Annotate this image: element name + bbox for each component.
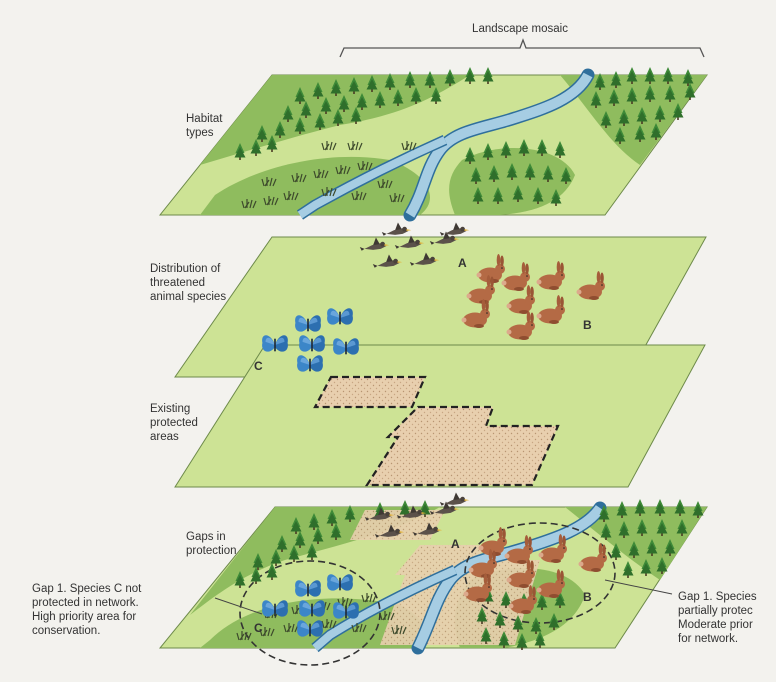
gap-species-a-marker: A — [451, 537, 460, 551]
protected-areas-label: Existing protected areas — [150, 403, 198, 443]
species-a-marker: A — [458, 256, 467, 270]
bird-icon — [439, 492, 470, 506]
distribution-label: Distribution of threatened animal specie… — [150, 263, 227, 303]
species-c-marker: C — [254, 359, 263, 373]
gap-species-b-marker: B — [583, 590, 592, 604]
species-b-marker: B — [583, 318, 592, 332]
landscape-mosaic-bracket — [339, 38, 705, 58]
gap-right-note: Gap 1. Species partially protec Moderate… — [678, 591, 757, 645]
bird-icon — [439, 222, 470, 236]
layer-protected-areas — [174, 344, 706, 488]
habitat-types-label: Habitat types — [186, 113, 223, 139]
bird-icon — [381, 222, 412, 236]
gaps-label: Gaps in protection — [186, 531, 237, 557]
landscape-mosaic-label: Landscape mosaic — [472, 23, 568, 35]
gap-species-c-marker: C — [254, 621, 263, 635]
gap-left-note: Gap 1. Species C not protected in networ… — [32, 583, 142, 637]
